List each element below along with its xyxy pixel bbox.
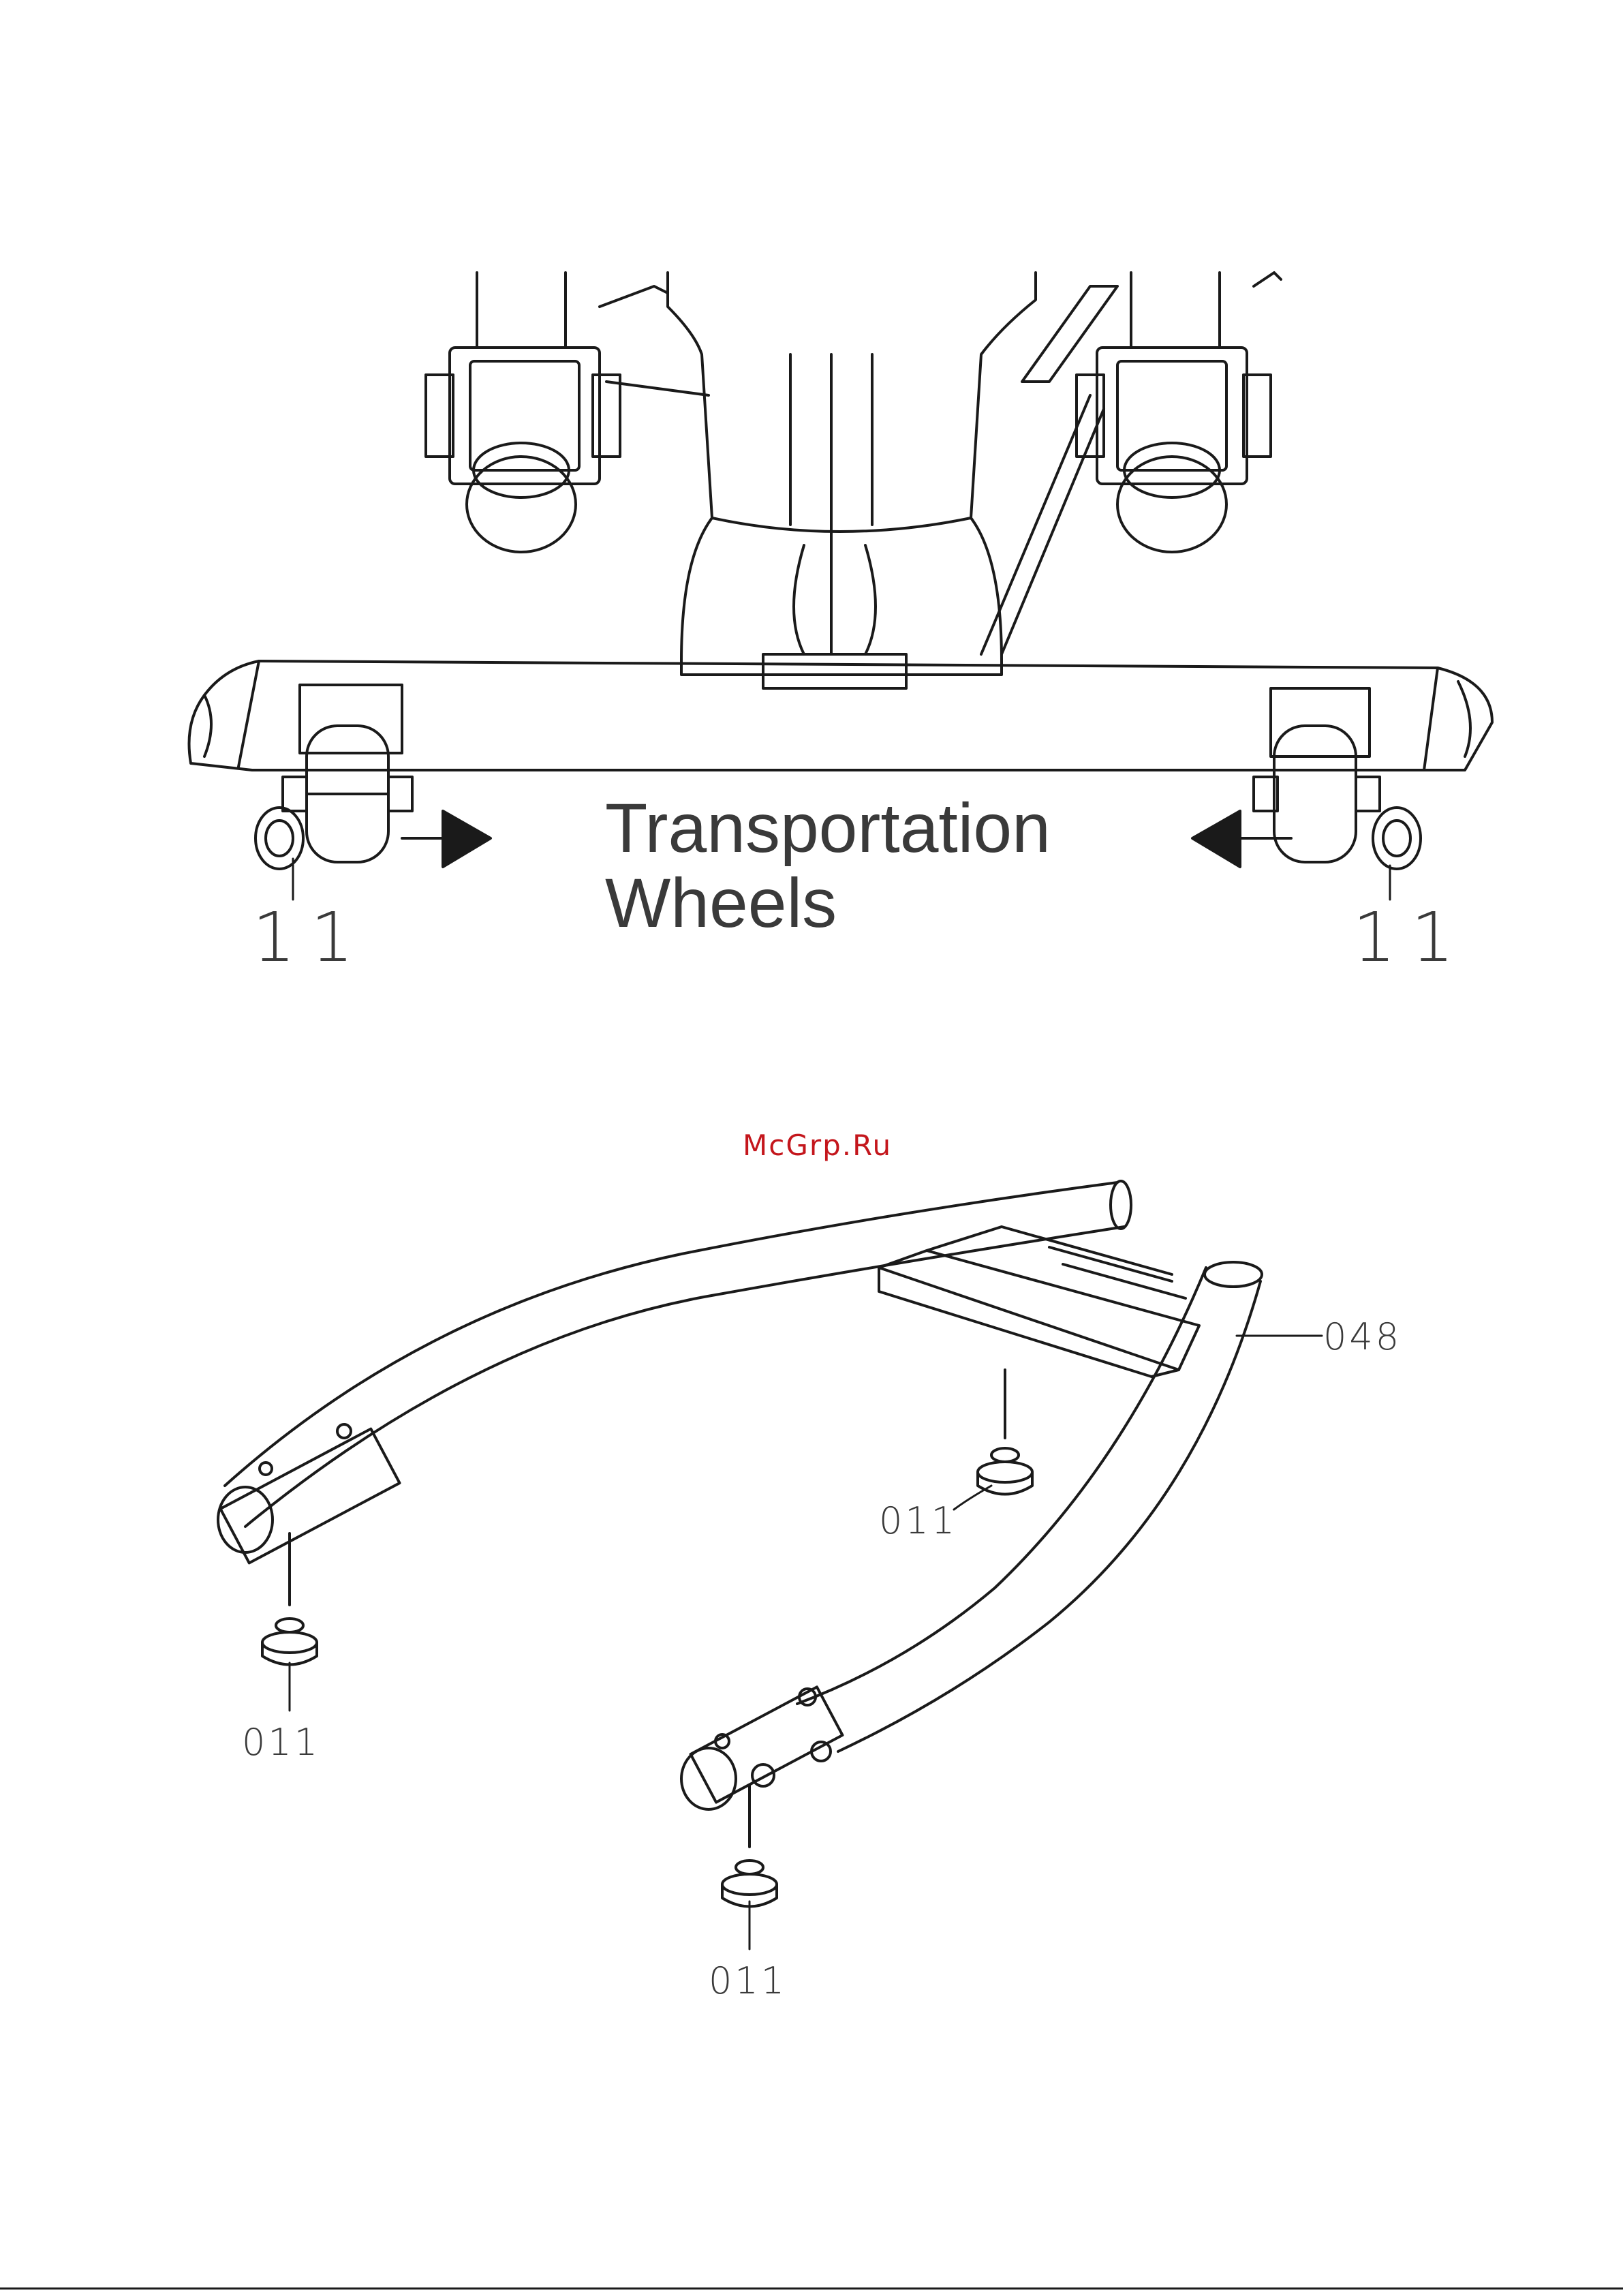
left-arrow-head: [443, 811, 491, 867]
transportation-label-line2: Wheels: [605, 864, 837, 942]
callout-11-right: 11: [1352, 898, 1469, 977]
callout-011-mid: 011: [879, 1499, 957, 1542]
right-transport-wheel: [1254, 688, 1421, 869]
right-arrow-head: [1192, 811, 1240, 867]
cross-channel: [879, 1227, 1199, 1377]
callout-11-left: 11: [252, 898, 369, 977]
callout-011-bottom: 011: [709, 1959, 787, 2002]
callout-048: 048: [1323, 1315, 1402, 1358]
right-upright: [1131, 273, 1220, 348]
center-column: [668, 273, 1036, 675]
leveling-foot-mid: [978, 1370, 1032, 1495]
base-frame-048: [218, 1181, 1322, 1949]
back-tube: [225, 1182, 1124, 1527]
callout-011-left: 011: [242, 1721, 320, 1764]
left-upright: [477, 273, 566, 348]
bottom-end-cap: [681, 1748, 736, 1809]
transportation-label-line1: Transportation: [605, 789, 1051, 867]
leader-011-mid: [954, 1486, 991, 1510]
leveling-foot-bottom: [722, 1786, 777, 1907]
left-transport-wheel: [256, 685, 412, 869]
watermark: McGrp.Ru: [743, 1129, 892, 1162]
